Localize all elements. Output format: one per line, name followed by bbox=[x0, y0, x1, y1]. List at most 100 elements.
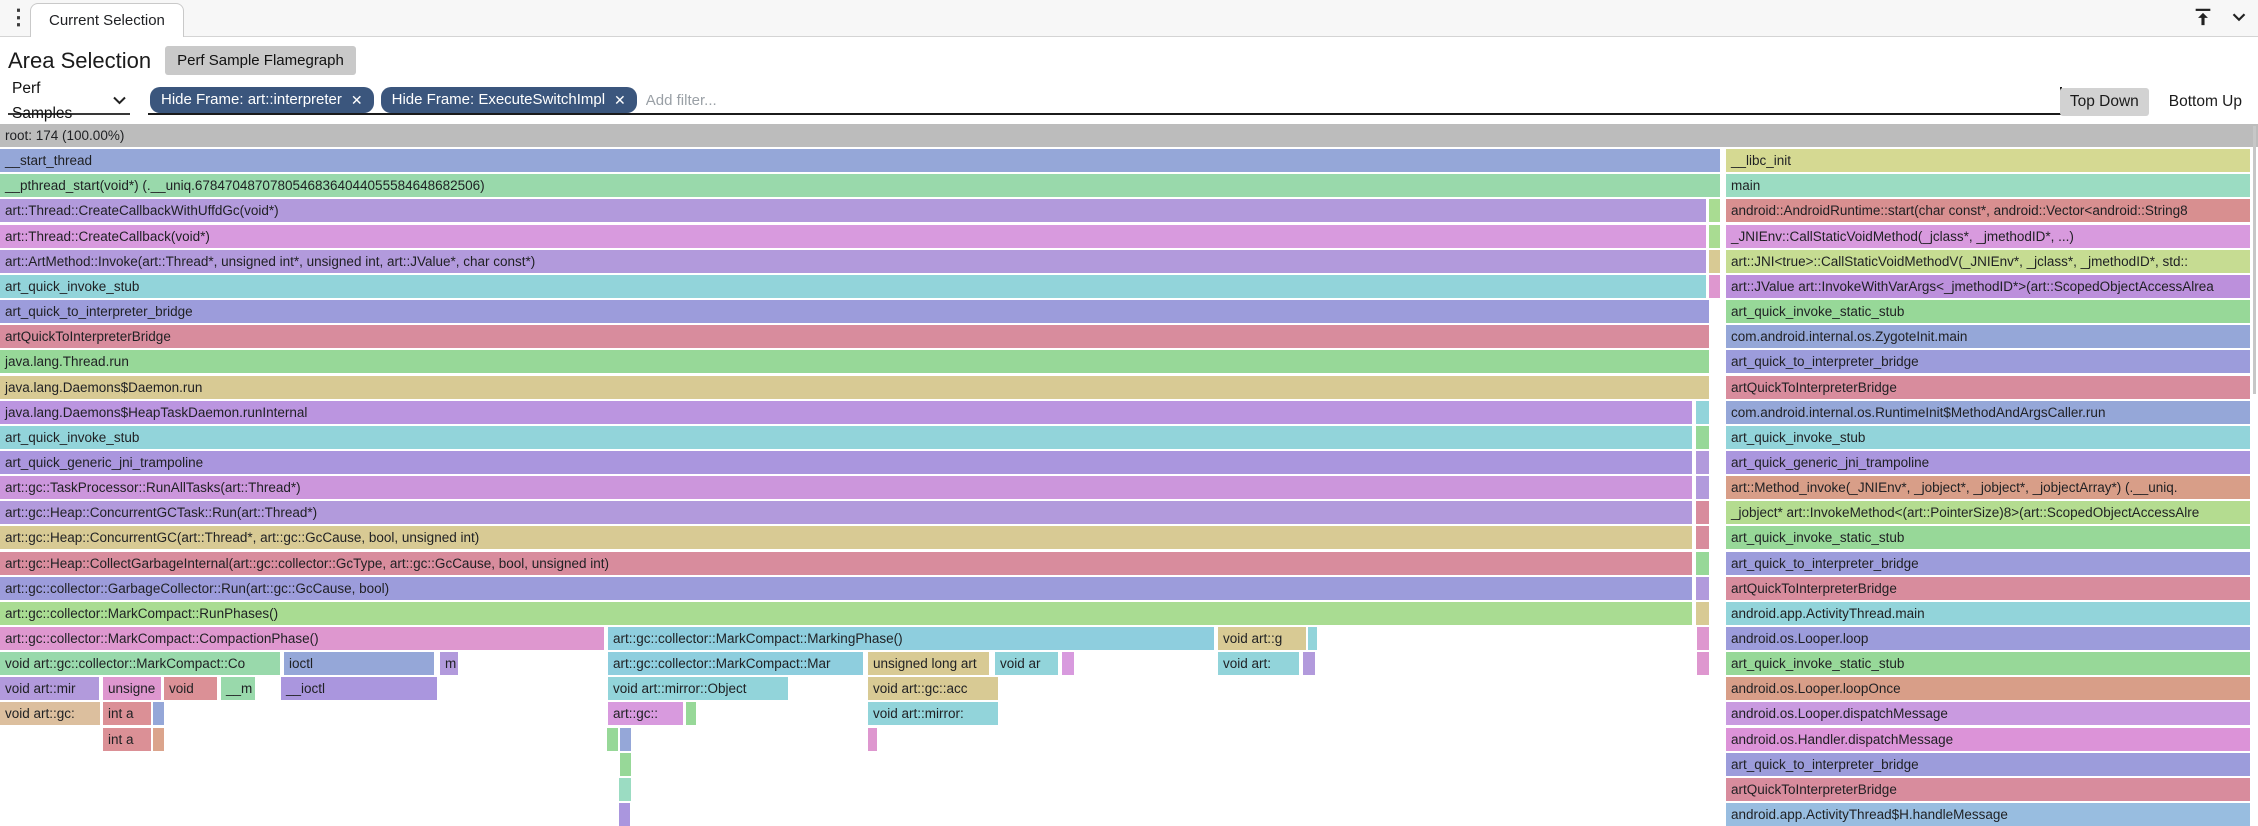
flame-bar-sliver[interactable] bbox=[1696, 476, 1709, 500]
flame-bar-sliver[interactable] bbox=[607, 727, 618, 751]
flame-bar-sliver[interactable] bbox=[1696, 576, 1709, 600]
flame-bar[interactable]: com.android.internal.os.RuntimeInit$Meth… bbox=[1726, 400, 2250, 424]
flame-bar[interactable]: art::Thread::CreateCallback(void*) bbox=[0, 224, 1706, 248]
flame-bar[interactable]: int a bbox=[103, 702, 151, 726]
filter-chip[interactable]: Hide Frame: ExecuteSwitchImpl✕ bbox=[380, 87, 637, 113]
vertical-align-top-icon[interactable] bbox=[2192, 6, 2214, 28]
flame-bar[interactable]: art_quick_generic_jni_trampoline bbox=[1726, 450, 2250, 474]
flame-bar[interactable]: art_quick_invoke_stub bbox=[1726, 425, 2250, 449]
flame-bar[interactable]: art_quick_to_interpreter_bridge bbox=[1726, 350, 2250, 374]
flame-bar[interactable]: art::gc::Heap::CollectGarbageInternal(ar… bbox=[0, 551, 1692, 575]
flame-bar[interactable]: art_quick_invoke_static_stub bbox=[1726, 300, 2250, 324]
close-icon[interactable]: ✕ bbox=[614, 92, 626, 108]
flame-bar[interactable]: android.app.ActivityThread.main bbox=[1726, 601, 2250, 625]
flame-bar[interactable]: java.lang.Daemons$Daemon.run bbox=[0, 375, 1709, 399]
flame-bar-sliver[interactable] bbox=[1696, 400, 1709, 424]
metric-select[interactable]: Perf Samples bbox=[8, 80, 130, 122]
flame-bar[interactable]: java.lang.Daemons$HeapTaskDaemon.runInte… bbox=[0, 400, 1692, 424]
filter-chip[interactable]: Hide Frame: art::interpreter✕ bbox=[150, 87, 374, 113]
flame-bar-sliver[interactable] bbox=[620, 752, 631, 776]
flame-bar[interactable]: void art::gc: bbox=[0, 702, 100, 726]
flame-bar[interactable]: art::gc::collector::MarkCompact::RunPhas… bbox=[0, 601, 1692, 625]
flame-bar[interactable]: artQuickToInterpreterBridge bbox=[1726, 777, 2250, 801]
flame-bar-sliver[interactable] bbox=[1696, 601, 1709, 625]
flame-bar-sliver[interactable] bbox=[1709, 199, 1720, 223]
flame-bar-sliver[interactable] bbox=[1696, 501, 1709, 525]
flame-bar[interactable]: art_quick_to_interpreter_bridge bbox=[0, 300, 1709, 324]
flame-bar[interactable]: ioctl bbox=[284, 652, 434, 676]
flame-bar-sliver[interactable] bbox=[1308, 627, 1317, 650]
flame-bar-sliver[interactable] bbox=[1709, 224, 1720, 248]
flame-bar[interactable]: art_quick_invoke_stub bbox=[0, 425, 1692, 449]
flame-bar[interactable]: void ar bbox=[995, 652, 1058, 676]
flame-bar[interactable]: art::gc::collector::GarbageCollector::Ru… bbox=[0, 576, 1692, 600]
flame-bar[interactable]: art::Method_invoke(_JNIEnv*, _jobject*, … bbox=[1726, 476, 2250, 500]
filter-field[interactable]: Hide Frame: art::interpreter✕Hide Frame:… bbox=[148, 87, 2062, 115]
flame-bar[interactable]: art_quick_to_interpreter_bridge bbox=[1726, 551, 2250, 575]
flame-bar[interactable]: art::gc:: bbox=[608, 702, 683, 726]
flame-bar[interactable]: void art: bbox=[1218, 652, 1299, 676]
flame-bar[interactable]: void art::mirror::Object bbox=[608, 677, 788, 701]
flame-bar[interactable]: android.app.ActivityThread$H.handleMessa… bbox=[1726, 803, 2250, 826]
flame-bar[interactable]: void art::gc::acc bbox=[868, 677, 998, 701]
flame-bar[interactable]: android::AndroidRuntime::start(char cons… bbox=[1726, 199, 2250, 223]
flame-bar-sliver[interactable] bbox=[1696, 450, 1709, 474]
flame-bar-sliver[interactable] bbox=[1303, 652, 1315, 676]
flame-bar[interactable]: art_quick_to_interpreter_bridge bbox=[1726, 752, 2250, 776]
flame-bar-sliver[interactable] bbox=[1696, 425, 1709, 449]
flamegraph-type-badge[interactable]: Perf Sample Flamegraph bbox=[165, 46, 356, 75]
flame-bar[interactable]: int a bbox=[103, 727, 151, 751]
flame-bar[interactable]: art::Thread::CreateCallbackWithUffdGc(vo… bbox=[0, 199, 1706, 223]
flame-bar-sliver[interactable] bbox=[1696, 526, 1709, 550]
flame-bar[interactable]: void art::mirror: bbox=[868, 702, 998, 726]
flame-bar[interactable]: void bbox=[164, 677, 217, 701]
flame-bar[interactable]: void art::g bbox=[1218, 627, 1306, 650]
flame-bar-sliver[interactable] bbox=[620, 727, 631, 751]
tab-current-selection[interactable]: Current Selection bbox=[30, 3, 184, 37]
flame-bar[interactable]: art::gc::Heap::ConcurrentGCTask::Run(art… bbox=[0, 501, 1692, 525]
flame-bar-sliver[interactable] bbox=[619, 777, 631, 801]
flame-bar[interactable]: art::gc::Heap::ConcurrentGC(art::Thread*… bbox=[0, 526, 1692, 550]
flame-bar[interactable]: art_quick_invoke_static_stub bbox=[1726, 526, 2250, 550]
flame-bar[interactable]: __libc_init bbox=[1726, 149, 2250, 173]
flame-bar-sliver[interactable] bbox=[1062, 652, 1074, 676]
flame-bar[interactable]: main bbox=[1726, 174, 2250, 198]
flame-bar[interactable]: java.lang.Thread.run bbox=[0, 350, 1709, 374]
scrollbar-thumb[interactable] bbox=[2253, 126, 2256, 394]
close-icon[interactable]: ✕ bbox=[350, 92, 363, 108]
flame-bar[interactable]: art::gc::TaskProcessor::RunAllTasks(art:… bbox=[0, 476, 1692, 500]
view-mode-top-down[interactable]: Top Down bbox=[2059, 88, 2149, 116]
flame-bar[interactable]: com.android.internal.os.ZygoteInit.main bbox=[1726, 325, 2250, 349]
flame-bar-sliver[interactable] bbox=[868, 727, 877, 751]
flame-bar[interactable]: artQuickToInterpreterBridge bbox=[0, 325, 1709, 349]
flame-bar[interactable]: art::ArtMethod::Invoke(art::Thread*, uns… bbox=[0, 249, 1706, 273]
chevron-down-icon[interactable] bbox=[2228, 6, 2250, 28]
flame-bar[interactable]: artQuickToInterpreterBridge bbox=[1726, 576, 2250, 600]
flame-bar-sliver[interactable] bbox=[153, 702, 164, 726]
flame-bar[interactable]: android.os.Looper.loop bbox=[1726, 627, 2250, 650]
flame-bar[interactable]: android.os.Looper.dispatchMessage bbox=[1726, 702, 2250, 726]
flame-bar-sliver[interactable] bbox=[1697, 652, 1709, 676]
flame-bar[interactable]: art::gc::collector::MarkCompact::Mar bbox=[608, 652, 863, 676]
flame-bar-sliver[interactable] bbox=[1709, 249, 1720, 273]
flame-bar-sliver[interactable] bbox=[619, 803, 630, 826]
flame-bar-sliver[interactable] bbox=[1709, 274, 1720, 298]
flame-bar[interactable]: android.os.Handler.dispatchMessage bbox=[1726, 727, 2250, 751]
filter-input[interactable] bbox=[643, 87, 2060, 113]
flame-bar[interactable]: art::JValue art::InvokeWithVarArgs<_jmet… bbox=[1726, 274, 2250, 298]
flame-bar[interactable]: artQuickToInterpreterBridge bbox=[1726, 375, 2250, 399]
flame-bar[interactable]: art_quick_generic_jni_trampoline bbox=[0, 450, 1692, 474]
flame-bar[interactable]: m bbox=[440, 652, 458, 676]
flame-bar[interactable]: __m bbox=[221, 677, 255, 701]
kebab-vertical-icon[interactable]: ⋮ bbox=[8, 6, 29, 29]
flame-bar[interactable]: __ioctl bbox=[281, 677, 437, 701]
flame-bar[interactable]: void art::gc::collector::MarkCompact::Co bbox=[0, 652, 280, 676]
flame-bar-sliver[interactable] bbox=[686, 702, 696, 726]
flame-bar[interactable]: android.os.Looper.loopOnce bbox=[1726, 677, 2250, 701]
flame-bar[interactable]: _JNIEnv::CallStaticVoidMethod(_jclass*, … bbox=[1726, 224, 2250, 248]
flame-bar[interactable]: art::JNI<true>::CallStaticVoidMethodV(_J… bbox=[1726, 249, 2250, 273]
flame-bar[interactable]: art_quick_invoke_stub bbox=[0, 274, 1706, 298]
flame-bar[interactable]: unsigne bbox=[103, 677, 161, 701]
flame-bar-sliver[interactable] bbox=[153, 727, 164, 751]
flame-bar[interactable]: root: 174 (100.00%) bbox=[0, 124, 2258, 147]
